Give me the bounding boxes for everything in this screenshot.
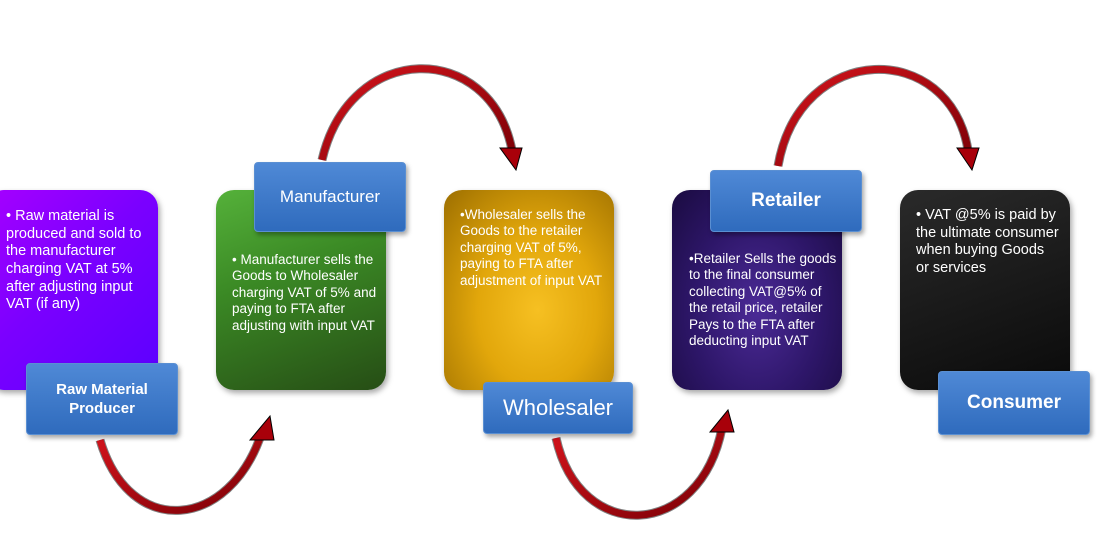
stage-label-text: Consumer	[967, 392, 1061, 413]
stage-label-wholesaler: Wholesaler	[483, 382, 633, 434]
stage-label-text: Manufacturer	[279, 187, 381, 206]
arrow-manufacturer-to-wholesaler	[317, 64, 523, 172]
arrow-raw-to-manufacturer	[95, 414, 275, 515]
stage-label-retailer: Retailer	[710, 170, 862, 232]
stage-description: •Wholesaler sells the Goods to the retai…	[460, 207, 603, 288]
stage-label-consumer: Consumer	[938, 371, 1090, 435]
stage-label-manufacturer: Manufacturer	[254, 162, 406, 232]
stage-description: • VAT @5% is paid by the ultimate consum…	[916, 207, 1059, 277]
stage-card-consumer: • VAT @5% is paid by the ultimate consum…	[900, 190, 1070, 390]
stage-description: •Retailer Sells the goods to the final c…	[689, 251, 837, 349]
stage-label-raw-material-producer: Raw Material Producer	[26, 363, 178, 435]
stage-description: • Raw material is produced and sold to t…	[6, 208, 142, 313]
stage-card-wholesaler: •Wholesaler sells the Goods to the retai…	[444, 190, 614, 390]
stage-card-raw-material-producer: • Raw material is produced and sold to t…	[0, 190, 158, 390]
stage-label-text: Retailer	[751, 190, 821, 211]
stage-label-text: Wholesaler	[502, 395, 614, 420]
arrow-retailer-to-consumer	[773, 65, 980, 172]
stage-label-text: Raw Material Producer	[56, 380, 148, 418]
arrow-wholesaler-to-retailer	[551, 408, 735, 520]
stage-description: • Manufacturer sells the Goods to Wholes…	[232, 252, 377, 333]
